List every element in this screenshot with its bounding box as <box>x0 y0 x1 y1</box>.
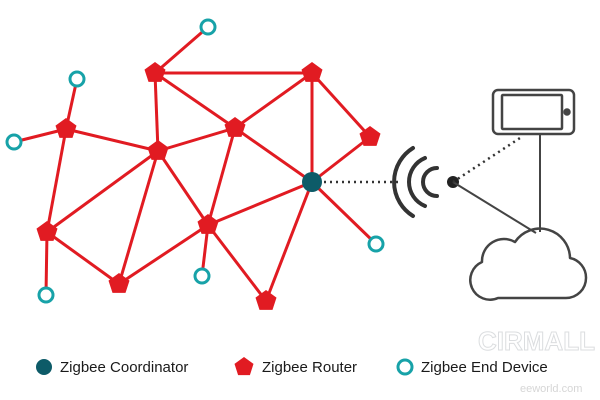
mesh-link <box>45 128 68 233</box>
mesh-link <box>44 231 49 296</box>
mesh-link <box>234 71 313 130</box>
mesh-link <box>310 71 372 139</box>
zigbee-router-node <box>224 117 246 137</box>
mesh-link <box>156 150 210 226</box>
network-nodes <box>5 18 385 310</box>
legend-coordinator-marker <box>36 359 52 375</box>
network-links <box>13 25 378 302</box>
zigbee-end-device-node <box>193 267 211 285</box>
legend-router-marker <box>234 357 254 376</box>
watermark-sub: eeworld.com <box>520 383 582 395</box>
mesh-link <box>153 72 160 152</box>
mesh-link <box>154 71 236 130</box>
cloud-icon <box>469 227 588 301</box>
legend-router-label: Zigbee Router <box>262 359 357 376</box>
zigbee-router-node <box>55 118 77 138</box>
mesh-link <box>264 181 314 302</box>
phone-dotted-link <box>452 136 521 184</box>
legend-end-device-marker <box>396 358 414 376</box>
legend-coordinator-label: Zigbee Coordinator <box>60 359 188 376</box>
zigbee-end-device-node <box>367 235 385 253</box>
zigbee-router-node <box>36 221 58 241</box>
zigbee-router-node <box>359 126 381 146</box>
mesh-link <box>234 126 313 184</box>
zigbee-router-node <box>108 273 130 293</box>
zigbee-end-device-node <box>199 18 217 36</box>
zigbee-coordinator-node <box>302 172 322 192</box>
watermark-brand: CIRMALL <box>478 326 595 356</box>
mesh-link <box>46 149 159 234</box>
watermark: CIRMALL eeworld.com <box>478 326 596 396</box>
legend-end-device-label: Zigbee End Device <box>421 359 548 376</box>
mesh-link <box>46 230 120 286</box>
mesh-link <box>118 223 209 286</box>
mesh-link <box>310 180 378 246</box>
zigbee-router-node <box>147 140 169 160</box>
zigbee-router-node <box>144 62 166 82</box>
mesh-link <box>157 126 236 153</box>
mesh-link <box>206 127 237 226</box>
mesh-link <box>65 127 159 153</box>
mesh-link <box>117 150 160 285</box>
zigbee-router-node <box>301 62 323 82</box>
zigbee-router-node <box>197 214 219 234</box>
zigbee-end-device-node <box>37 286 55 304</box>
mesh-link <box>206 224 268 302</box>
wireless-signal-icon <box>392 146 439 218</box>
zigbee-router-node <box>255 290 277 310</box>
mesh-link <box>154 25 209 75</box>
mesh-link <box>207 180 313 227</box>
legend: Zigbee Coordinator Zigbee Router Zigbee … <box>36 357 548 376</box>
zigbee-end-device-node <box>68 70 86 88</box>
zigbee-end-device-node <box>5 133 23 151</box>
smartphone-icon <box>491 88 576 136</box>
device-links <box>452 135 541 234</box>
mesh-link <box>311 135 371 184</box>
